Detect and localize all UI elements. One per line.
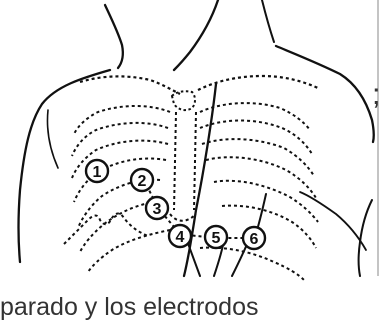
neck-right-outer: [262, 0, 274, 42]
xiphoid: [170, 214, 196, 221]
rib-left-7: [88, 230, 170, 272]
sternum-body: [174, 112, 196, 210]
caption-top-right-fragment: ;: [372, 80, 380, 110]
electrode-v1: 1: [86, 160, 108, 182]
electrode-v3-label: 3: [153, 201, 162, 218]
electrode-v3: 3: [146, 197, 168, 219]
sternum-top: [172, 91, 195, 110]
neck-right-outline: [174, 0, 218, 70]
electrode-v5-label: 5: [212, 230, 221, 247]
right-arm-inner: [300, 192, 366, 250]
rib-right-1: [200, 103, 310, 130]
rib-right-5: [214, 181, 318, 222]
electrode-v1-label: 1: [93, 164, 102, 181]
electrode-v2: 2: [131, 169, 153, 191]
right-arm-outline: [359, 200, 373, 276]
caption-bottom-fragment: parado y los electrodos: [0, 292, 258, 322]
rib-right-2: [200, 121, 312, 155]
electrode-v4-label: 4: [176, 229, 185, 246]
electrode-v4: 4: [169, 225, 191, 247]
electrode-v6-label: 6: [250, 231, 259, 248]
rib-left-2: [72, 123, 168, 156]
rib-right-6: [222, 206, 316, 248]
costal-margin-left: [64, 214, 148, 245]
left-armpit: [47, 110, 58, 168]
rib-left-6: [80, 202, 156, 252]
left-clavicle: [80, 76, 180, 94]
electrode-v5: 5: [205, 226, 227, 248]
right-shoulder-outline: [276, 46, 374, 142]
rib-left-1: [74, 106, 170, 134]
electrode-v2-label: 2: [138, 173, 147, 190]
rib-right-7: [200, 248, 304, 280]
neck-left-outline: [105, 5, 123, 68]
electrode-v6: 6: [243, 227, 265, 249]
